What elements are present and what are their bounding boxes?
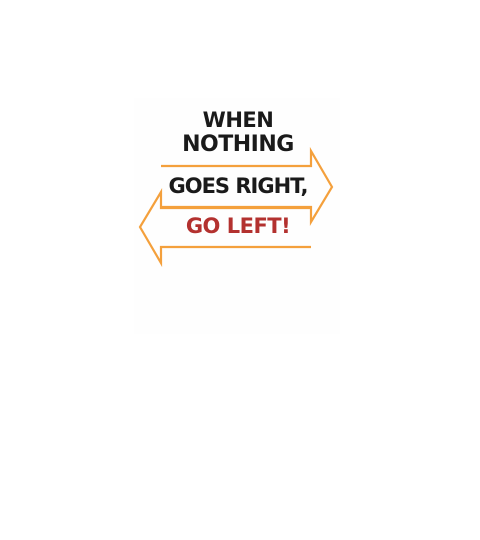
headline-goes-right: GOES RIGHT, — [168, 174, 309, 198]
headline-when: WHEN — [202, 108, 274, 132]
headline-go-left: GO LEFT! — [185, 214, 291, 238]
design-panel — [134, 98, 340, 334]
headline-nothing: NOTHING — [182, 132, 294, 157]
left-arrow-icon — [138, 188, 311, 268]
